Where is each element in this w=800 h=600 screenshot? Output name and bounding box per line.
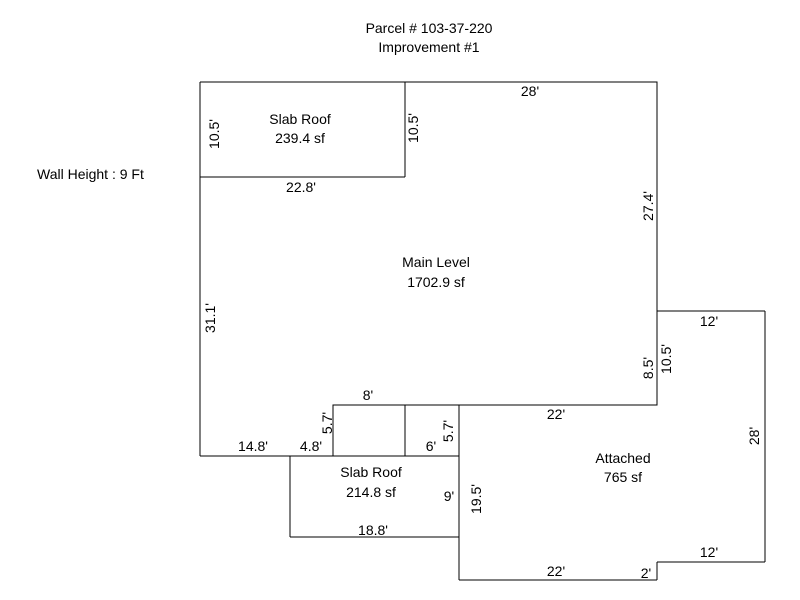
dim-attached-top: 12' (699, 313, 719, 329)
dim-slab-top-left: 10.5' (206, 119, 222, 149)
slab-roof-bottom-name: Slab Roof (340, 464, 402, 480)
dim-attached-step-height: 2' (640, 565, 652, 581)
improvement-label: Improvement #1 (378, 39, 480, 55)
dim-attached-bottom-step: 12' (699, 544, 719, 560)
slab-roof-bottom-size: 214.8 sf (346, 484, 396, 500)
dim-slab-top-bottom: 22.8' (286, 179, 316, 195)
dim-notch-right-run: 6' (425, 438, 437, 454)
main-level-size: 1702.9 sf (407, 274, 465, 290)
attached-name: Attached (595, 450, 651, 466)
main-level-name: Main Level (402, 254, 470, 270)
dim-attached-right: 28' (746, 426, 762, 446)
wall-height-label: Wall Height : 9 Ft (37, 166, 144, 182)
dim-bottom-left-run: 14.8' (238, 438, 268, 454)
dim-notch-right: 5.7' (440, 419, 456, 443)
dim-left-main: 31.1' (202, 303, 218, 333)
dim-top-width: 28' (520, 83, 540, 99)
dim-notch-left: 5.7' (319, 411, 335, 435)
dim-attached-bottom: 22' (546, 563, 566, 579)
slab-roof-top-name: Slab Roof (269, 111, 331, 127)
slab-roof-top-size: 239.4 sf (275, 130, 325, 146)
dim-attached-inner-top: 22' (546, 406, 566, 422)
dim-attached-left: 19.5' (468, 484, 484, 514)
dim-right-upper: 27.4' (640, 191, 656, 221)
dim-notch-top: 8' (362, 387, 374, 403)
attached-size: 765 sf (603, 469, 643, 485)
dim-attached-left-upper: 10.5' (658, 344, 674, 374)
dim-notch-left-run: 4.8' (299, 438, 323, 454)
dim-slab-bottom-bottom: 18.8' (358, 522, 388, 538)
dim-slab-top-right: 10.5' (405, 113, 421, 143)
dim-slab-bottom-right: 9' (443, 488, 455, 504)
parcel-number: Parcel # 103-37-220 (365, 20, 493, 36)
dim-right-main-lower: 8.5' (640, 356, 656, 380)
